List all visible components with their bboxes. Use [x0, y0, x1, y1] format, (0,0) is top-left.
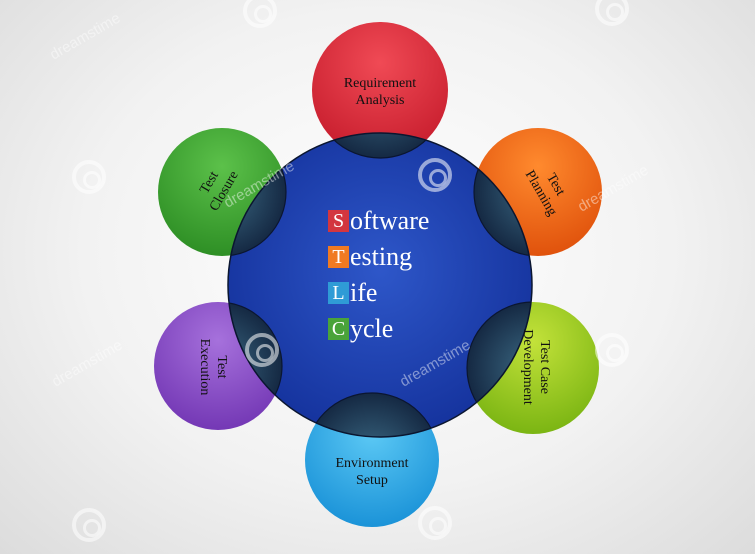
watermark-logo-icon — [595, 333, 629, 367]
title-word-software: oftware — [350, 206, 430, 235]
initial-s-tile: S — [328, 210, 349, 232]
watermark-logo-icon — [72, 160, 106, 194]
requirement-analysis-petal — [312, 22, 448, 158]
requirement-line2: Analysis — [355, 93, 405, 108]
watermark-logo-icon — [72, 508, 106, 542]
title-word-cycle: ycle — [350, 314, 394, 343]
test-execution-label: Test Execution — [196, 322, 230, 412]
watermark-logo-icon — [595, 0, 629, 26]
center-circle — [228, 133, 532, 437]
title-word-testing: esting — [350, 242, 413, 271]
execution-line1: Test — [214, 355, 229, 379]
development-line1: Test Case — [537, 340, 552, 394]
execution-line2: Execution — [197, 338, 212, 396]
title-line-life: L ife — [328, 275, 528, 311]
test-case-development-label: Test Case Development — [519, 317, 553, 417]
initial-c-tile: C — [328, 318, 349, 340]
watermark-logo-icon — [243, 0, 277, 28]
title-line-cycle: C ycle — [328, 311, 528, 347]
title-line-software: S oftware — [328, 203, 528, 239]
watermark-logo-icon — [245, 333, 279, 367]
environment-setup-label: Environment Setup — [312, 455, 432, 489]
requirement-analysis-label: Requirement Analysis — [320, 75, 440, 109]
setup-line2: Setup — [356, 473, 388, 488]
center-title: S oftware T esting L ife C ycle — [328, 203, 528, 347]
watermark-logo-icon — [418, 158, 452, 192]
watermark-logo-icon — [418, 506, 452, 540]
initial-t-tile: T — [328, 246, 349, 268]
initial-l-tile: L — [328, 282, 349, 304]
title-word-life: ife — [350, 278, 378, 307]
setup-line1: Environment — [335, 456, 409, 471]
development-line2: Development — [520, 329, 535, 405]
title-line-testing: T esting — [328, 239, 528, 275]
requirement-line1: Requirement — [343, 76, 417, 91]
